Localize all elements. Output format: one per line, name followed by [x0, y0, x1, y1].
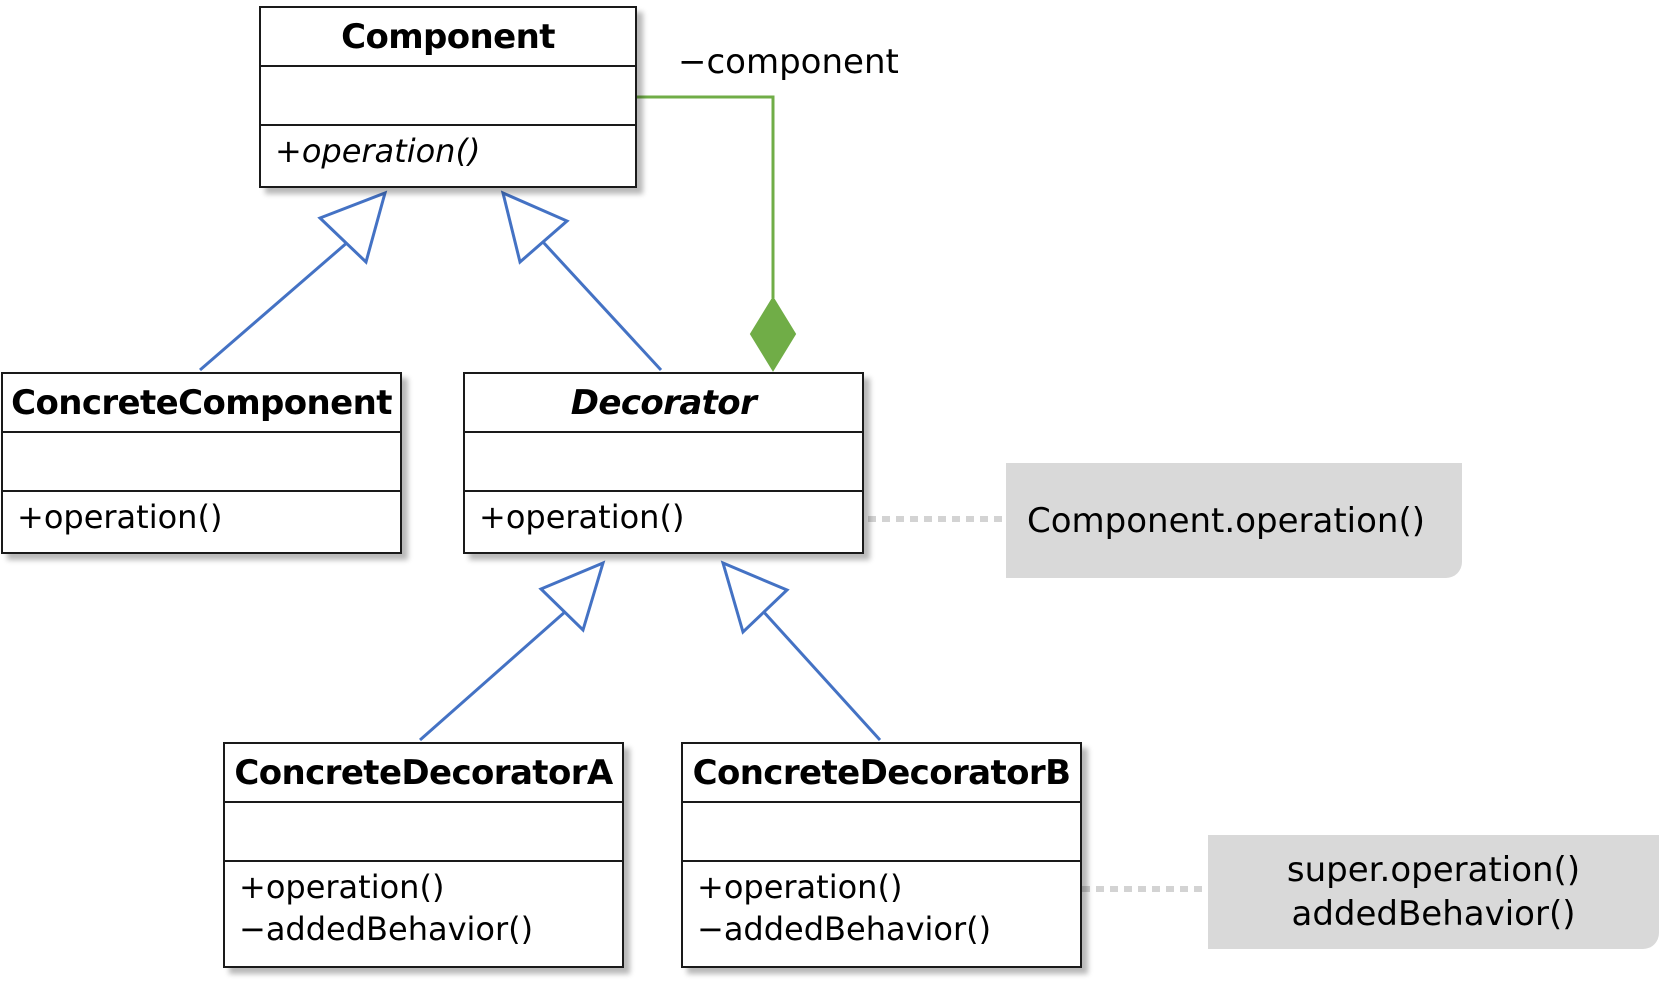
class-concrete-decorator-b: ConcreteDecoratorB +operation() −addedBe… — [681, 742, 1082, 968]
class-concrete-component: ConcreteComponent +operation() — [1, 372, 402, 554]
note-line: addedBehavior() — [1291, 894, 1576, 934]
association-role-label: −component — [678, 42, 899, 82]
generalization-arrowhead — [317, 190, 388, 265]
note-decorator-operation: Component.operation() — [1006, 463, 1462, 578]
operation: +operation() — [239, 868, 445, 906]
composition-decorator-component — [636, 95, 797, 372]
operation: −addedBehavior() — [239, 910, 534, 948]
class-name: ConcreteDecoratorA — [225, 744, 622, 803]
generalization-decorator-component — [500, 190, 663, 372]
generalization-arrowhead — [538, 560, 606, 633]
class-component: Component +operation() — [259, 6, 637, 188]
operations-compartment: +operation() −addedBehavior() — [225, 862, 622, 950]
class-name: Component — [261, 8, 635, 67]
attributes-compartment — [3, 433, 400, 492]
attributes-compartment — [261, 67, 635, 126]
operations-compartment: +operation() −addedBehavior() — [683, 862, 1080, 950]
generalization-arrowhead — [500, 190, 570, 265]
generalization-arrowhead — [720, 560, 790, 635]
class-name: ConcreteComponent — [3, 374, 400, 433]
class-decorator: Decorator +operation() — [463, 372, 864, 554]
operations-compartment: +operation() — [465, 492, 862, 538]
generalization-decoratorb-decorator — [720, 560, 882, 742]
operation: +operation() — [275, 132, 481, 170]
operation: +operation() — [17, 498, 223, 536]
class-name: Decorator — [465, 374, 862, 433]
attributes-compartment — [465, 433, 862, 492]
composition-diamond — [749, 296, 797, 372]
attributes-compartment — [683, 803, 1080, 862]
operations-compartment: +operation() — [3, 492, 400, 538]
note-line: super.operation() — [1286, 850, 1581, 890]
attributes-compartment — [225, 803, 622, 862]
operation: +operation() — [697, 868, 903, 906]
operation: +operation() — [479, 498, 685, 536]
note-decoratorb-operation: super.operation() addedBehavior() — [1208, 835, 1659, 949]
note-line: Component.operation() — [1027, 500, 1425, 541]
generalization-concretecomponent-component — [199, 190, 388, 372]
class-name: ConcreteDecoratorB — [683, 744, 1080, 803]
operation: −addedBehavior() — [697, 910, 992, 948]
operations-compartment: +operation() — [261, 126, 635, 172]
generalization-decoratora-decorator — [419, 560, 606, 742]
class-concrete-decorator-a: ConcreteDecoratorA +operation() −addedBe… — [223, 742, 624, 968]
